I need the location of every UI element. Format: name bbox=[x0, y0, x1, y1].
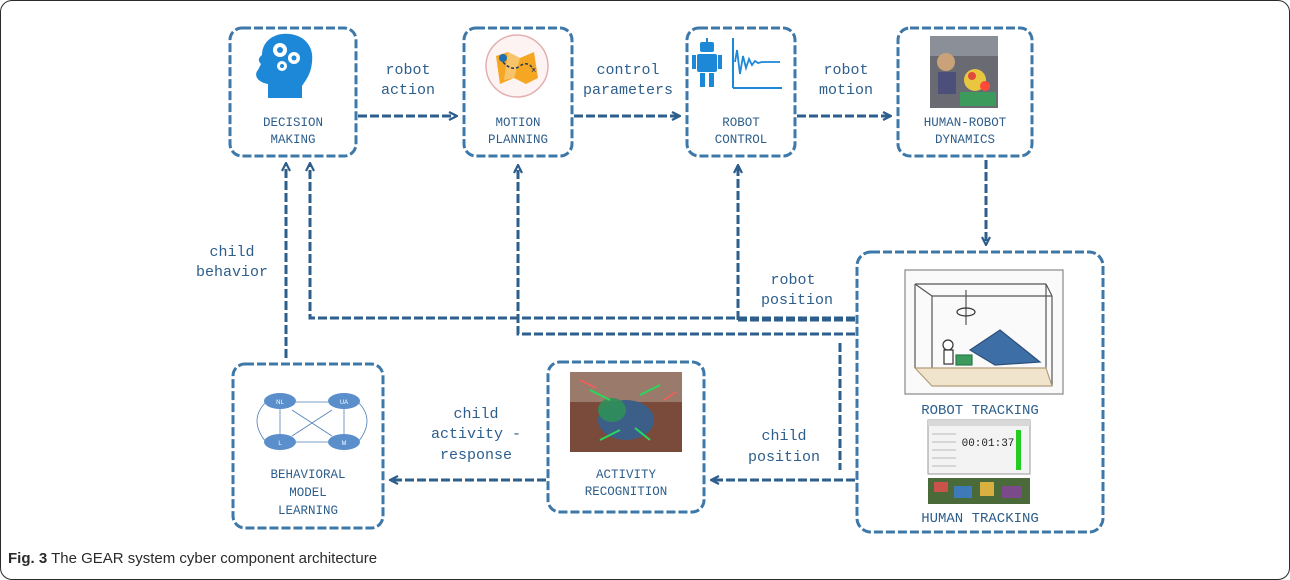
robot-signal-icon bbox=[692, 38, 782, 89]
behavioral-model-label-1: BEHAVIORAL bbox=[270, 468, 345, 482]
svg-text:×: × bbox=[531, 65, 536, 75]
human-robot-dynamics-box bbox=[896, 26, 1034, 158]
human-tracking-label: HUMAN TRACKING bbox=[921, 511, 1039, 527]
child-robot-photo bbox=[930, 36, 998, 108]
figure-caption: Fig. 3 The GEAR system cyber component a… bbox=[8, 550, 377, 567]
activity-recognition-label-2: RECOGNITION bbox=[585, 485, 668, 499]
edge-label-child-activity-1: child bbox=[453, 406, 498, 423]
map-route-icon: × bbox=[485, 34, 549, 98]
tracking-box bbox=[855, 250, 1105, 534]
edge-label-child-behavior-2: behavior bbox=[196, 264, 268, 281]
human-robot-dynamics-label-1: HUMAN-ROBOT bbox=[924, 116, 1007, 130]
state-node-l: L bbox=[264, 434, 296, 450]
edge-label-robot-action-1: robot bbox=[385, 62, 430, 79]
decision-making-label-2: MAKING bbox=[270, 133, 315, 147]
edge-label-robot-motion-1: robot bbox=[823, 62, 868, 79]
decision-making-box bbox=[228, 26, 358, 158]
svg-text:UA: UA bbox=[340, 400, 348, 406]
behavioral-model-label-2: MODEL bbox=[289, 486, 327, 500]
svg-text:L: L bbox=[278, 441, 282, 447]
robot-control-box bbox=[685, 26, 797, 158]
tracking-timer: 00:01:37 bbox=[962, 438, 1015, 450]
svg-text:NL: NL bbox=[276, 400, 284, 406]
human-robot-dynamics-label-2: DYNAMICS bbox=[935, 133, 995, 147]
edge-label-robot-motion-2: motion bbox=[819, 82, 873, 99]
edge-label-control-parameters-1: control bbox=[596, 62, 659, 79]
state-node-ua: UA bbox=[328, 393, 360, 409]
head-gears-icon bbox=[256, 33, 313, 98]
motion-planning-box bbox=[462, 26, 574, 158]
edge-label-robot-action-2: action bbox=[381, 82, 435, 99]
robot-control-label-1: ROBOT bbox=[722, 116, 760, 130]
pose-photo bbox=[570, 372, 682, 452]
edge-label-child-position-1: child bbox=[761, 428, 806, 445]
edge-label-robot-position-1: robot bbox=[770, 272, 815, 289]
behavioral-model-learning-box bbox=[231, 362, 385, 530]
state-node-nl: NL bbox=[264, 393, 296, 409]
motion-planning-label-2: PLANNING bbox=[488, 133, 548, 147]
edge-label-robot-position-2: position bbox=[761, 292, 833, 309]
activity-recognition-box bbox=[546, 360, 706, 514]
edge-label-child-activity-3: response bbox=[440, 447, 512, 464]
caption-label: Fig. 3 bbox=[8, 550, 48, 567]
robot-control-label-2: CONTROL bbox=[715, 133, 768, 147]
human-tracking-screenshot: 00:01:37 bbox=[927, 419, 1031, 504]
edge-tracking-to-decision bbox=[310, 164, 855, 320]
tracking-arena-drawing bbox=[904, 269, 1064, 395]
robot-tracking-label: ROBOT TRACKING bbox=[921, 403, 1039, 419]
motion-planning-label-1: MOTION bbox=[495, 116, 540, 130]
edge-label-child-activity-2: activity - bbox=[431, 426, 521, 443]
edge-label-child-behavior-1: child bbox=[209, 244, 254, 261]
edge-label-child-position-2: position bbox=[748, 449, 820, 466]
decision-making-label-1: DECISION bbox=[263, 116, 323, 130]
activity-recognition-label-1: ACTIVITY bbox=[596, 468, 657, 482]
state-node-m: M bbox=[328, 434, 360, 450]
edge-label-control-parameters-2: parameters bbox=[583, 82, 673, 99]
behavioral-model-label-3: LEARNING bbox=[278, 504, 338, 518]
svg-text:M: M bbox=[342, 441, 347, 447]
edge-robot-position-to-planning bbox=[518, 166, 855, 336]
state-graph: NL UA L M bbox=[256, 393, 368, 450]
caption-text: The GEAR system cyber component architec… bbox=[47, 550, 378, 567]
